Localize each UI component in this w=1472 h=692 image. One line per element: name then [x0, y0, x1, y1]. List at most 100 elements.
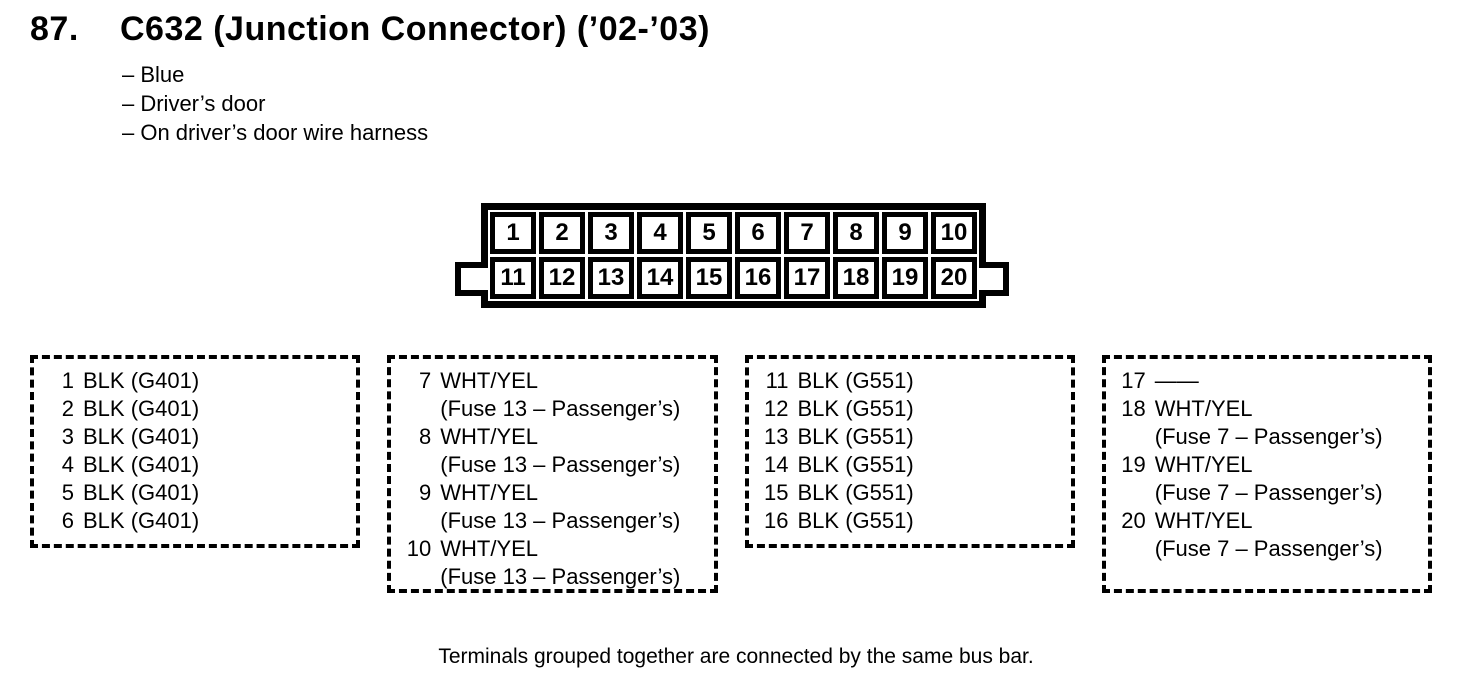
pin-number: 20: [1121, 508, 1146, 533]
wire-color: WHT/YEL: [440, 480, 539, 505]
pin-cell: 11: [490, 257, 536, 299]
pin-cell: 17: [784, 257, 830, 299]
wire-color: BLK (G551): [797, 480, 914, 505]
pin-cell: 12: [539, 257, 585, 299]
wire-color: BLK (G551): [797, 508, 914, 533]
pin-entry: 14 BLK (G551): [759, 451, 1063, 479]
fuse-destination: (Fuse 13 – Passenger’s): [440, 452, 681, 477]
pin-entry: 8 WHT/YEL (Fuse 13 – Passenger’s): [401, 423, 705, 479]
pin-cell: 15: [686, 257, 732, 299]
section-header: 87. C632 (Junction Connector) (’02-’03): [30, 10, 710, 49]
section-number: 87.: [30, 10, 79, 48]
pin-entry: 2 BLK (G401): [44, 395, 348, 423]
pin-number: 2: [61, 396, 74, 421]
pin-number: 7: [419, 368, 432, 393]
pin-cell: 1: [490, 212, 536, 254]
wire-color: WHT/YEL: [440, 368, 539, 393]
pin-entry: 13 BLK (G551): [759, 423, 1063, 451]
fuse-destination: (Fuse 13 – Passenger’s): [440, 508, 681, 533]
pin-entry: 20 WHT/YEL (Fuse 7 – Passenger’s): [1116, 507, 1420, 563]
pin-number: 14: [764, 452, 789, 477]
pin-entry: 3 BLK (G401): [44, 423, 348, 451]
note-location: – Driver’s door: [122, 91, 266, 116]
fuse-destination: (Fuse 13 – Passenger’s): [440, 564, 681, 589]
wire-color: BLK (G551): [797, 368, 914, 393]
wire-color: BLK (G551): [797, 396, 914, 421]
pin-entry: 19 WHT/YEL (Fuse 7 – Passenger’s): [1116, 451, 1420, 507]
pin-cell: 8: [833, 212, 879, 254]
note-color: – Blue: [122, 62, 185, 87]
pin-cell: 4: [637, 212, 683, 254]
pin-number: 15: [764, 480, 789, 505]
footer-note: Terminals grouped together are connected…: [438, 645, 1034, 668]
fuse-destination: (Fuse 7 – Passenger’s): [1154, 424, 1383, 449]
pin-number: 16: [764, 508, 789, 533]
pin-entry: 5 BLK (G401): [44, 479, 348, 507]
wire-color: ——: [1154, 368, 1199, 393]
pin-entry: 18 WHT/YEL (Fuse 7 – Passenger’s): [1116, 395, 1420, 451]
pin-number: 1: [61, 368, 74, 393]
pin-number: 3: [61, 424, 74, 449]
pin-cell: 9: [882, 212, 928, 254]
note-harness: – On driver’s door wire harness: [122, 120, 429, 145]
pin-cell: 10: [931, 212, 977, 254]
pin-cell: 7: [784, 212, 830, 254]
pin-number: 9: [419, 480, 432, 505]
wire-color: WHT/YEL: [440, 536, 539, 561]
wire-color: WHT/YEL: [1154, 396, 1253, 421]
pin-number: 4: [61, 452, 74, 477]
wire-color: BLK (G401): [83, 424, 200, 449]
wire-color: WHT/YEL: [1154, 508, 1253, 533]
pin-entry: 17 ——: [1116, 367, 1420, 395]
pin-cell: 18: [833, 257, 879, 299]
wire-color: BLK (G551): [797, 452, 914, 477]
fuse-destination: (Fuse 7 – Passenger’s): [1154, 536, 1383, 561]
pin-number: 6: [61, 508, 74, 533]
page-title: C632 (Junction Connector) (’02-’03): [120, 10, 710, 48]
pin-number: 13: [764, 424, 789, 449]
pin-entry: 7 WHT/YEL (Fuse 13 – Passenger’s): [401, 367, 705, 423]
pin-entry: 12 BLK (G551): [759, 395, 1063, 423]
pin-entry: 11 BLK (G551): [759, 367, 1063, 395]
pin-cell: 14: [637, 257, 683, 299]
pin-entry: 9 WHT/YEL (Fuse 13 – Passenger’s): [401, 479, 705, 535]
pin-cell: 3: [588, 212, 634, 254]
connector-right-tab: [979, 262, 1009, 296]
pin-cell: 20: [931, 257, 977, 299]
connector-left-tab: [455, 262, 488, 296]
pin-entry: 4 BLK (G401): [44, 451, 348, 479]
pin-entry: 1 BLK (G401): [44, 367, 348, 395]
fuse-destination: (Fuse 13 – Passenger’s): [440, 396, 681, 421]
pin-cell: 6: [735, 212, 781, 254]
wire-color: BLK (G551): [797, 424, 914, 449]
connector-notes: – Blue – Driver’s door – On driver’s doo…: [122, 60, 428, 147]
pin-cell: 19: [882, 257, 928, 299]
wire-color: WHT/YEL: [1154, 452, 1253, 477]
pin-number: 11: [765, 368, 789, 393]
pin-number: 18: [1121, 396, 1146, 421]
pin-cell: 13: [588, 257, 634, 299]
wire-color: BLK (G401): [83, 452, 200, 477]
pin-entry: 16 BLK (G551): [759, 507, 1063, 535]
wire-color: BLK (G401): [83, 368, 200, 393]
pin-cell: 16: [735, 257, 781, 299]
fuse-destination: (Fuse 7 – Passenger’s): [1154, 480, 1383, 505]
pin-entry: 15 BLK (G551): [759, 479, 1063, 507]
wire-color: WHT/YEL: [440, 424, 539, 449]
pin-number: 19: [1121, 452, 1146, 477]
pin-cell: 5: [686, 212, 732, 254]
wire-color: BLK (G401): [83, 480, 200, 505]
wire-color: BLK (G401): [83, 396, 200, 421]
pin-number: 12: [764, 396, 789, 421]
pin-number: 5: [61, 480, 74, 505]
pin-number: 8: [419, 424, 432, 449]
pin-number: 17: [1121, 368, 1146, 393]
pin-cell: 2: [539, 212, 585, 254]
